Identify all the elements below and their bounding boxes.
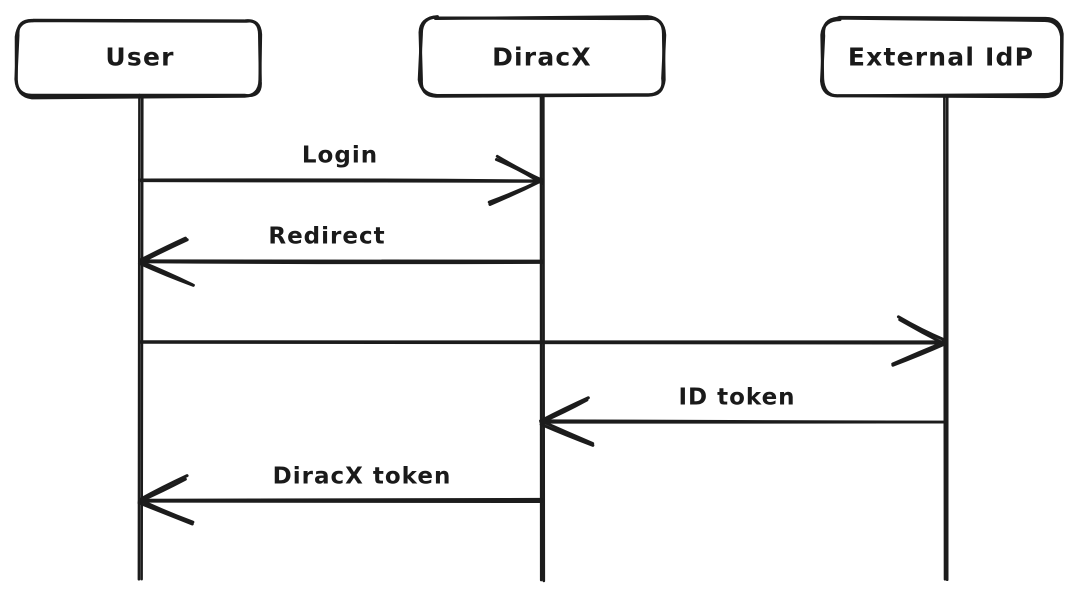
message-label-2: Redirect <box>268 224 385 250</box>
arrowhead-icon <box>891 315 948 367</box>
message-1-user-to-diracx[interactable] <box>137 154 544 206</box>
participant-label-idp: External IdP <box>848 43 1034 72</box>
messages-layer <box>137 154 948 526</box>
arrowhead-icon <box>137 236 195 287</box>
message-5-diracx-to-user[interactable] <box>137 474 544 526</box>
message-2-diracx-to-user[interactable] <box>137 236 544 287</box>
participant-box-idp[interactable] <box>820 15 1064 99</box>
arrowhead-icon <box>137 474 195 526</box>
message-label-1: Login <box>302 143 378 169</box>
arrowhead-icon <box>487 154 544 206</box>
participant-label-user: User <box>105 43 174 72</box>
participant-label-diracx: DiracX <box>492 43 592 72</box>
lifeline-diracx <box>539 94 546 583</box>
lifeline-user <box>137 93 144 581</box>
participant-box-user[interactable] <box>14 18 263 100</box>
participant-box-diracx[interactable] <box>417 15 667 98</box>
lifelines-layer <box>137 93 949 583</box>
message-label-4: ID token <box>678 385 795 411</box>
message-label-5: DiracX token <box>273 464 452 490</box>
lifeline-idp <box>943 93 949 582</box>
message-4-idp-to-diracx[interactable] <box>539 396 947 447</box>
message-3-user-to-idp[interactable] <box>138 315 948 367</box>
arrowhead-icon <box>539 396 595 447</box>
participant-boxes-layer <box>14 15 1064 100</box>
